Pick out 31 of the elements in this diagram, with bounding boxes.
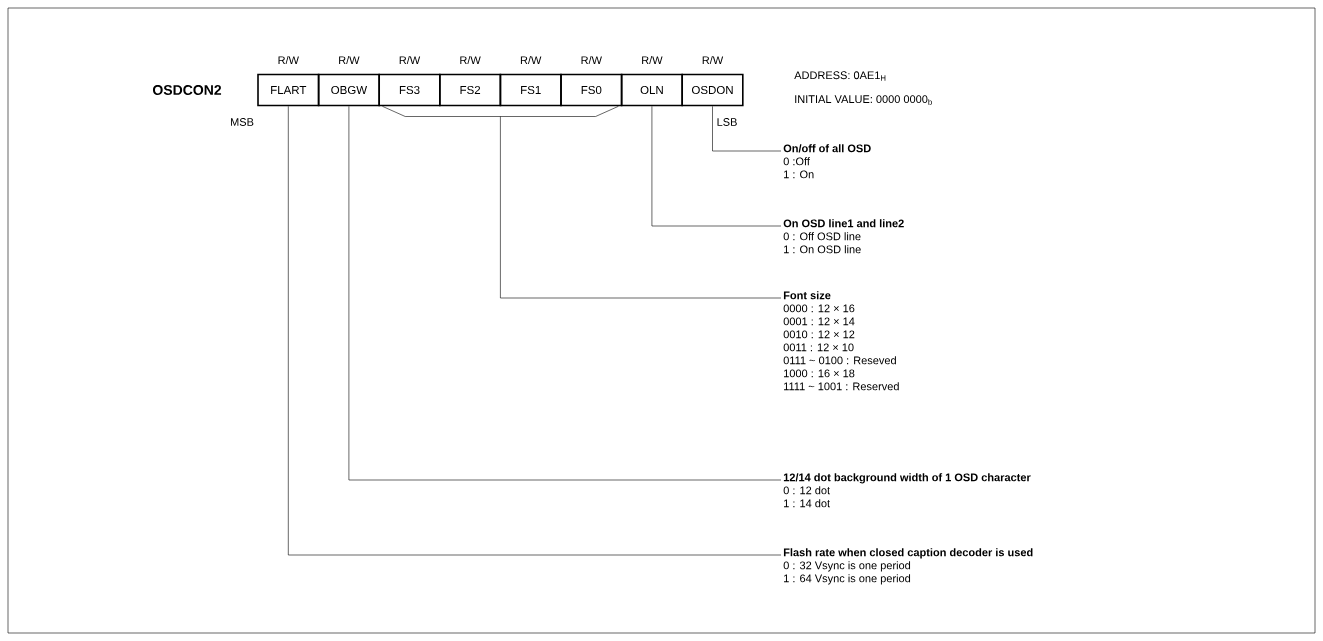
bit-cell: FS2	[439, 73, 502, 107]
bit-order-label: LSB	[717, 118, 737, 126]
address-text: ADDRESS: 0AE1$_{H}$	[794, 71, 886, 81]
bit-cell: FS0	[560, 73, 623, 107]
bit-cell: FLART	[257, 73, 320, 107]
field-description: Font size 0000 : 12 × 16 0001 : 12 × 14 0010 : 12 × 12 0011 : 12 × 10 0111 ~ 0100 : Reseved 1000 : 16 × 18 1111 ~ 1001 : Reserved	[783, 291, 899, 391]
bit-cell: OSDON	[681, 73, 744, 107]
leader-line	[348, 106, 782, 481]
bit-cell: FS3	[378, 73, 441, 107]
field-description: Flash rate when closed caption decoder is used 0 : 32 Vsync is one period 1 : 64 Vsync is one period	[783, 548, 1033, 585]
field-description: On OSD line1 and line2 0 : Off OSD line 1 : On OSD line	[783, 219, 904, 254]
access-label: R/W	[399, 55, 421, 65]
field-description: On/off of all OSD 0 :Off 1 : On	[783, 144, 871, 179]
leader-line	[288, 106, 782, 556]
bit-cell: OLN	[620, 73, 683, 107]
access-label: R/W	[642, 55, 663, 65]
access-label: R/W	[278, 55, 299, 65]
access-label: R/W	[520, 55, 542, 65]
access-label: R/W	[339, 55, 360, 65]
bit-cell: FS1	[499, 73, 562, 107]
access-label: R/W	[460, 55, 481, 65]
leader-line	[712, 106, 782, 152]
bit-order-label: MSB	[231, 118, 254, 126]
register-name: OSDCON2	[152, 85, 222, 95]
leader-line	[651, 106, 782, 227]
access-label: R/W	[581, 55, 602, 65]
field-description: 12/14 dot background width of 1 OSD character 0 : 12 dot 1 : 14 dot	[783, 473, 1031, 508]
leader-line	[382, 106, 782, 299]
access-label: R/W	[702, 55, 724, 65]
initial-value-text: INITIAL VALUE: 0000 0000$_{b}$	[795, 95, 932, 105]
bit-cell: OBGW	[317, 73, 380, 107]
